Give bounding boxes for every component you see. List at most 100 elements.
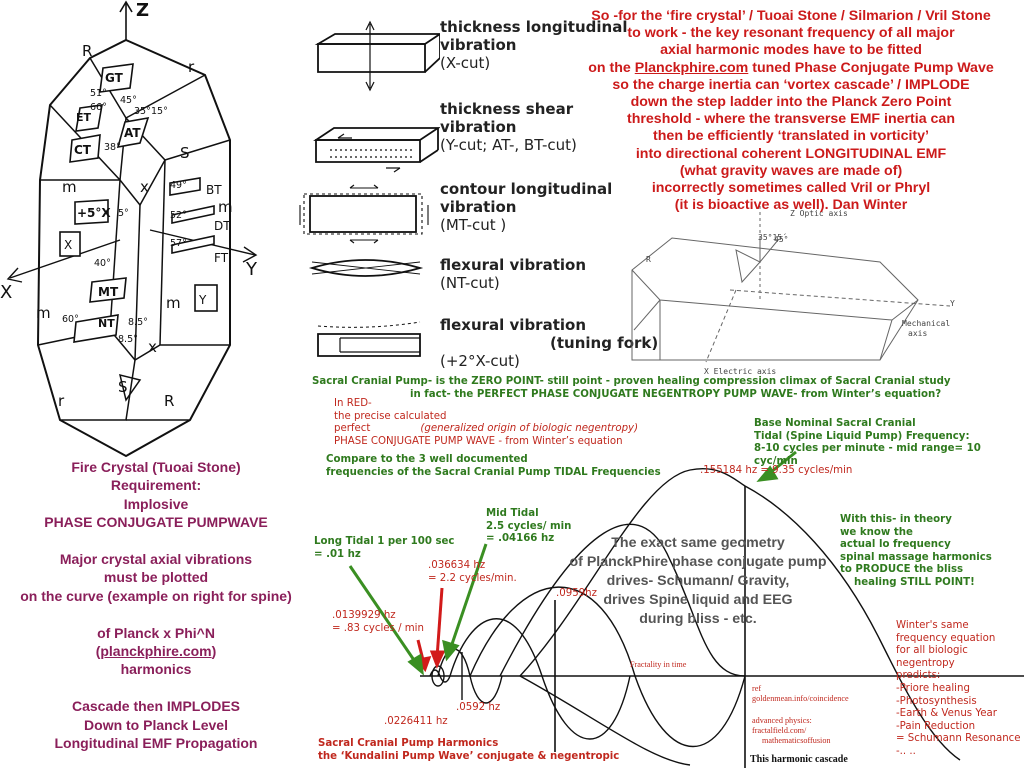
quartz-crystal-diagram: Z X Y R r R r S S m m m m x x GT ET AT C… <box>0 0 258 458</box>
svg-text:60°: 60° <box>62 314 79 325</box>
red-note: In RED- the precise calculated perfect(g… <box>334 398 639 447</box>
at-plate <box>116 116 150 149</box>
svg-text:R: R <box>164 392 174 410</box>
svg-text:x: x <box>148 338 157 356</box>
theory-note: With this- in theory we know the actual … <box>840 514 992 588</box>
svg-text:x: x <box>140 178 149 196</box>
svg-text:+5°X: +5°X <box>77 206 111 220</box>
svg-text:m: m <box>166 294 181 312</box>
svg-text:R: R <box>646 255 651 264</box>
planckphire-link-left[interactable]: planckphire.com <box>100 643 212 660</box>
svg-text:R: R <box>82 42 92 60</box>
svg-text:Mechanical: Mechanical <box>902 319 950 328</box>
svg-text:m: m <box>36 304 51 322</box>
tuning-fork <box>317 333 421 357</box>
svg-text:CT: CT <box>74 143 92 157</box>
sacral-header-2: in fact- the PERFECT PHASE CONJUGATE NEG… <box>410 389 942 400</box>
axis-z-label: Z <box>136 0 149 21</box>
svg-text:15°: 15° <box>151 106 168 117</box>
vibration-mode-2: thickness shear vibration (Y-cut; AT-, B… <box>440 100 577 154</box>
gt-plate <box>99 63 134 93</box>
mid-tidal-note: Mid Tidal 2.5 cycles/ min = .04166 hz <box>486 508 572 545</box>
axis-y-label: Y <box>245 259 258 280</box>
svg-text:NT: NT <box>98 317 115 330</box>
winter-equation-note: Winter's same frequency equation for all… <box>896 620 1021 757</box>
svg-text:BT: BT <box>206 183 222 197</box>
freq-0226: .0226411 hz <box>384 716 448 727</box>
svg-text:57°: 57° <box>170 238 187 249</box>
svg-text:Z Optic axis: Z Optic axis <box>790 209 848 218</box>
ft-plate <box>171 235 215 254</box>
svg-text:52°: 52° <box>170 210 187 221</box>
compare-note: Compare to the 3 well documented frequen… <box>326 454 661 478</box>
freq-036: .036634 hz = 2.2 cycles/min. <box>428 560 517 584</box>
bt-plate <box>169 177 201 196</box>
wave-4 <box>469 586 746 748</box>
wave-main-mirror <box>519 675 691 766</box>
svg-text:X: X <box>64 238 72 252</box>
planckphire-link[interactable]: Planckphire.com <box>634 59 749 76</box>
crystal-outline <box>36 38 231 458</box>
svg-text:axis: axis <box>908 329 927 338</box>
svg-text:FT: FT <box>214 251 229 265</box>
svg-text:66°: 66° <box>90 102 107 113</box>
wave-3 <box>449 618 631 740</box>
svg-text:m: m <box>62 178 77 196</box>
x5-plate <box>74 199 109 225</box>
long-tidal-note: Long Tidal 1 per 100 sec = .01 hz <box>314 536 455 560</box>
mt-cut-plate <box>309 195 417 233</box>
x-axis-line <box>9 239 121 279</box>
svg-text:S: S <box>118 378 128 396</box>
fire-crystal-requirement: Fire Crystal (Tuoai Stone) Requirement: … <box>20 459 292 752</box>
axis-x-label: X <box>0 282 12 303</box>
vibration-modes-diagrams <box>299 20 440 357</box>
svg-text:5°: 5° <box>118 208 129 219</box>
svg-text:Y: Y <box>950 299 955 308</box>
svg-text:38°: 38° <box>104 142 121 153</box>
freq-0592: .0592 hz <box>456 702 501 713</box>
svg-text:40°: 40° <box>94 258 111 269</box>
svg-text:35°: 35° <box>134 106 151 117</box>
svg-text:m: m <box>218 198 233 216</box>
svg-text:51°: 51° <box>90 88 107 99</box>
svg-text:35°15´: 35°15´ <box>758 232 787 242</box>
svg-text:8.5°: 8.5° <box>118 334 138 345</box>
nt-plate <box>73 314 119 343</box>
y-plate <box>194 284 218 312</box>
svg-text:GT: GT <box>105 71 124 85</box>
freq-013: .0139929 hz = .83 cycles / min <box>332 610 424 634</box>
svg-text:8.5°: 8.5° <box>128 317 148 328</box>
svg-text:49°: 49° <box>170 180 187 191</box>
peak-frequency: .155184 hz = 9.35 cycles/min <box>700 465 853 476</box>
dt-plate <box>171 205 215 224</box>
sacral-footer: Sacral Cranial Pump Harmonics the ‘Kunda… <box>318 738 620 762</box>
vibration-mode-1: thickness longitudinal vibration (X-cut) <box>440 18 628 72</box>
svg-text:45°: 45° <box>120 95 137 106</box>
svg-text:DT: DT <box>214 219 231 233</box>
ref-note: ref goldenmean.info/coincidence <box>752 684 849 703</box>
geometry-note: The exact same geometry of PlanckPhire p… <box>569 535 827 627</box>
svg-text:AT: AT <box>124 126 141 140</box>
fractality-label: Fractality in time <box>630 660 687 669</box>
wave-5 <box>499 523 746 677</box>
mt-plate <box>89 277 127 303</box>
svg-text:r: r <box>58 392 65 410</box>
base-nominal-note: Base Nominal Sacral Cranial Tidal (Spine… <box>754 418 981 467</box>
sacral-header-1: Sacral Cranial Pump- is the ZERO POINT- … <box>312 376 951 387</box>
svg-text:r: r <box>188 58 195 76</box>
svg-text:S: S <box>180 144 190 162</box>
harmonic-cascade-label: This harmonic cascade <box>750 754 848 765</box>
isometric-crystal-axes: R 35°15´ 45° Y Mechanical axis X Electri… <box>631 206 955 376</box>
svg-text:MT: MT <box>98 285 119 299</box>
vibration-mode-4: flexural vibration (NT-cut) <box>440 256 587 292</box>
svg-text:X Electric axis: X Electric axis <box>704 367 776 376</box>
svg-text:Y: Y <box>198 293 207 307</box>
svg-text:ET: ET <box>76 111 92 124</box>
fire-crystal-explanation: So -for the ‘fire crystal’ / Tuoai Stone… <box>588 8 994 214</box>
freq-0959: .0959hz <box>556 588 597 599</box>
x-plate <box>59 231 81 257</box>
et-plate <box>75 104 103 132</box>
vibration-mode-3: contour longitudinal vibration (MT-cut ) <box>440 180 613 234</box>
vibration-mode-5: flexural vibration (tuning fork) (+2°X-c… <box>440 316 659 370</box>
